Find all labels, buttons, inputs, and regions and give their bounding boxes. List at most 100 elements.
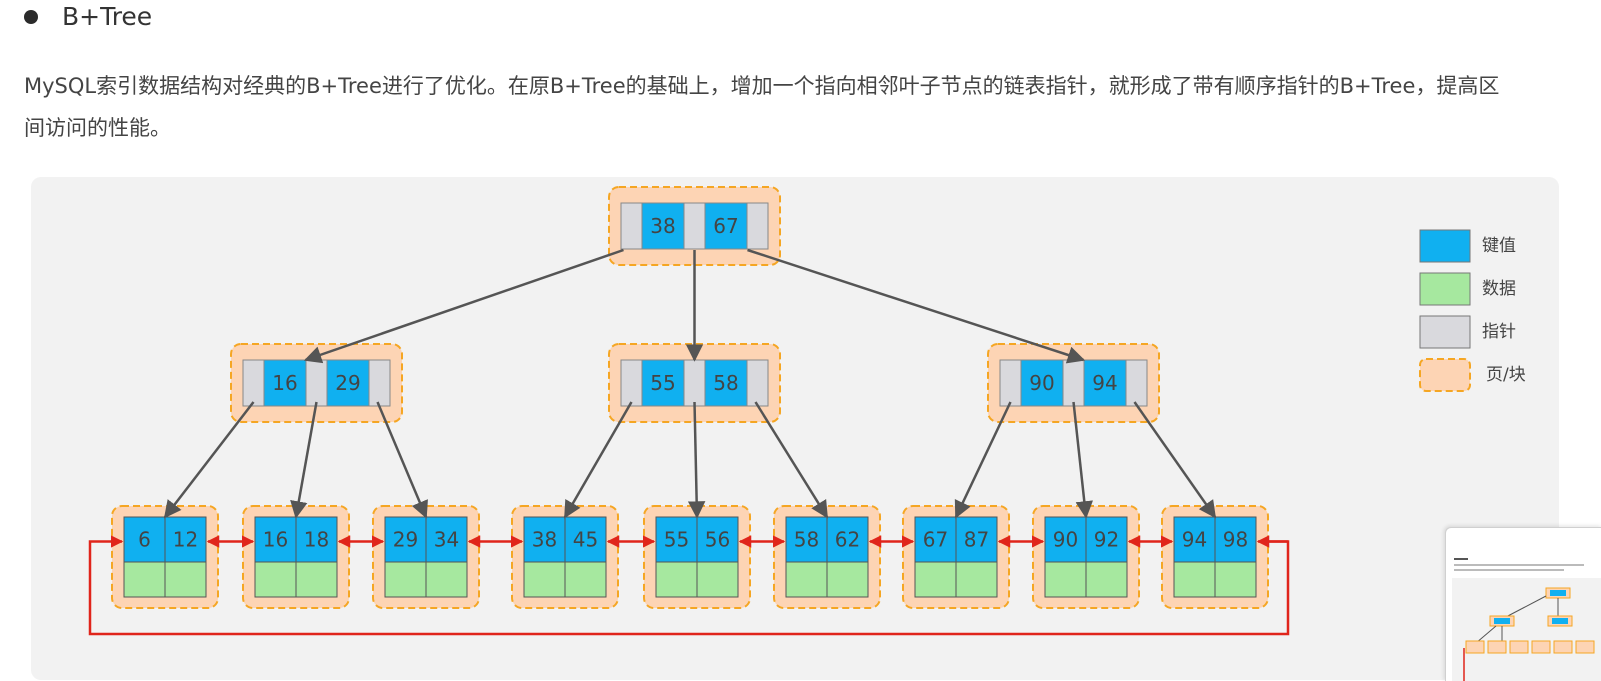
leaf-1-data-cell: [123, 561, 166, 598]
leaf-3-key-cell: [384, 516, 427, 563]
leaf-7-key-label: 67: [923, 528, 948, 552]
leaf-3-key-label: 34: [434, 528, 459, 552]
internal-node-3-pointer-cell: [999, 359, 1022, 407]
minimap-preview: [1452, 558, 1601, 681]
leaf-5-data-cell: [655, 561, 698, 598]
leaf-8-key-cell: [1044, 516, 1087, 563]
leaf-9-key-cell: [1173, 516, 1216, 563]
leaf-9-data-cell: [1173, 561, 1216, 598]
internal-node-3-key-cell: [1020, 359, 1064, 407]
root-node-key-label: 38: [650, 214, 675, 238]
root-node-pointer-cell: [746, 202, 769, 250]
legend-label-key: 键值: [1482, 236, 1516, 256]
leaf-2-data-cell: [295, 561, 338, 598]
leaf-5-key-label: 56: [705, 528, 730, 552]
leaf-8-data-cell: [1085, 561, 1128, 598]
root-node-pointer-cell: [683, 202, 706, 250]
internal-1-to-leaf-1-arrow: [163, 401, 255, 519]
leaf-5-key-label: 55: [664, 528, 689, 552]
legend-label-pointer: 指针: [1482, 322, 1516, 342]
section-heading: B+Tree: [24, 2, 152, 31]
leaf-4-key-label: 38: [532, 528, 557, 552]
leaf-5-key-cell: [655, 516, 698, 563]
internal-node-2-key-label: 58: [713, 371, 738, 395]
leaf-6-data-cell: [785, 561, 828, 598]
internal-node-1-pointer-cell: [305, 359, 328, 407]
leaf-1-key-cell: [164, 516, 207, 563]
leaf-9-key-label: 94: [1182, 528, 1207, 552]
internal-3-to-leaf-7-arrow: [954, 401, 1012, 519]
leaf-4-data-cell: [523, 561, 566, 598]
internal-node-3-pointer-cell: [1062, 359, 1085, 407]
internal-3-to-leaf-9-arrow: [1133, 401, 1217, 519]
leaf-3-key-label: 29: [393, 528, 418, 552]
leaf-2-key-label: 18: [304, 528, 329, 552]
leaf-7-data-cell: [914, 561, 957, 598]
internal-node-2-key-label: 55: [650, 371, 675, 395]
heading-text: B+Tree: [62, 2, 153, 31]
leaf-2-data-cell: [254, 561, 297, 598]
leaf-6-key-label: 62: [835, 528, 860, 552]
internal-node-2-pointer-cell: [746, 359, 769, 407]
root-node-key-cell: [704, 202, 748, 250]
leaf-7-data-cell: [955, 561, 998, 598]
internal-node-1-key-label: 16: [272, 371, 297, 395]
leaf-6-key-label: 58: [794, 528, 819, 552]
leaf-1-key-cell: [123, 516, 166, 563]
leaf-9-data-cell: [1214, 561, 1257, 598]
btree-diagram: 38 67 16 29 55 58 90 94 6 12 16 18 29 34 38 45 55 56 58 62 6…: [31, 177, 1559, 680]
internal-node-2-pointer-cell: [620, 359, 643, 407]
leaf-7-key-label: 87: [964, 528, 989, 552]
leaf-8-key-label: 90: [1053, 528, 1078, 552]
leaf-1-key-label: 12: [173, 528, 198, 552]
leaf-4-key-label: 45: [573, 528, 598, 552]
legend-swatch-page: [1419, 358, 1471, 392]
bullet-icon: [24, 9, 38, 24]
legend-swatch-data: [1419, 272, 1471, 306]
leaf-5-data-cell: [696, 561, 739, 598]
internal-1-to-leaf-2-arrow: [290, 401, 318, 519]
leaf-6-key-cell: [785, 516, 828, 563]
internal-2-to-leaf-5-arrow: [687, 401, 706, 519]
leaf-9-key-label: 98: [1223, 528, 1248, 552]
leaf-5-key-cell: [696, 516, 739, 563]
internal-node-1-key-cell: [263, 359, 307, 407]
internal-node-2-key-cell: [641, 359, 685, 407]
leaf-8-data-cell: [1044, 561, 1087, 598]
minimap-thumbnail[interactable]: [1445, 527, 1601, 681]
btree-svg: 38 67 16 29 55 58 90 94 6 12 16 18 29 34 38 45 55 56 58 62 6…: [88, 186, 1526, 636]
leaf-4-key-cell: [523, 516, 566, 563]
leaf-3-key-cell: [425, 516, 468, 563]
internal-node-3-key-label: 90: [1029, 371, 1054, 395]
internal-1-to-leaf-3-arrow: [376, 401, 428, 519]
internal-node-1-pointer-cell: [368, 359, 391, 407]
internal-node-2-pointer-cell: [683, 359, 706, 407]
leaf-1-data-cell: [164, 561, 207, 598]
leaf-6-data-cell: [826, 561, 869, 598]
internal-3-to-leaf-8-arrow: [1072, 401, 1093, 519]
internal-node-1-pointer-cell: [242, 359, 265, 407]
internal-node-1-key-label: 29: [335, 371, 360, 395]
internal-node-3-key-label: 94: [1092, 371, 1117, 395]
legend-swatch-pointer: [1419, 315, 1471, 349]
internal-node-2-key-cell: [704, 359, 748, 407]
root-to-internal-1-arrow: [303, 248, 624, 364]
leaf-4-data-cell: [564, 561, 607, 598]
leaf-2-key-cell: [295, 516, 338, 563]
internal-node-3-key-cell: [1083, 359, 1127, 407]
description-paragraph: MySQL索引数据结构对经典的B+Tree进行了优化。在原B+Tree的基础上，…: [24, 74, 1500, 140]
leaf-3-data-cell: [425, 561, 468, 598]
leaf-1-key-label: 6: [138, 528, 151, 552]
legend-label-data: 数据: [1482, 279, 1516, 299]
root-node-key-label: 67: [713, 214, 738, 238]
legend-label-page: 页/块: [1486, 365, 1526, 385]
leaf-8-key-label: 92: [1094, 528, 1119, 552]
root-to-internal-3-arrow: [747, 248, 1086, 364]
internal-node-1-key-cell: [326, 359, 370, 407]
internal-2-to-leaf-6-arrow: [754, 401, 829, 519]
legend-swatch-key: [1419, 229, 1471, 263]
leaf-2-key-label: 16: [263, 528, 288, 552]
leaf-8-key-cell: [1085, 516, 1128, 563]
internal-2-to-leaf-4-arrow: [563, 401, 633, 519]
internal-node-3-pointer-cell: [1125, 359, 1148, 407]
